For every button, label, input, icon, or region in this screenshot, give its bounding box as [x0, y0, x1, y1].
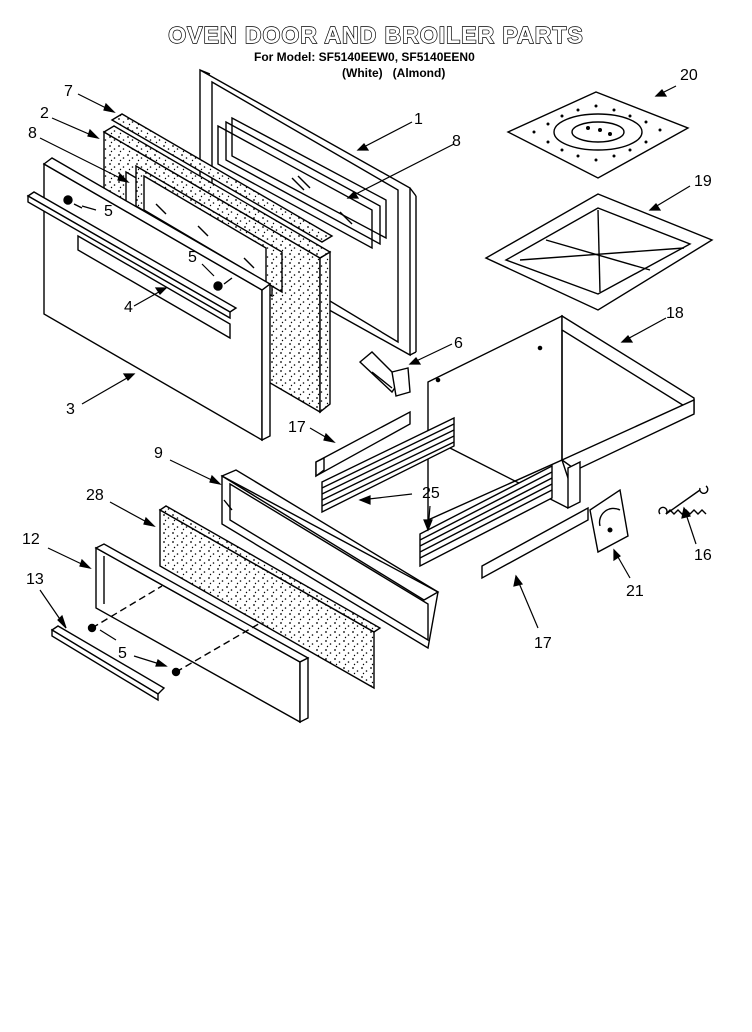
- callout-25: 25: [422, 485, 440, 502]
- color-white: (White): [342, 66, 383, 80]
- color-almond: (Almond): [392, 66, 446, 80]
- part-8-window-glass-rear: [217, 116, 387, 250]
- color-variants: (White) (Almond): [342, 66, 445, 80]
- callout-5-drawer: 5: [118, 645, 127, 662]
- callout-13: 13: [26, 571, 44, 588]
- callout-17-upper: 17: [288, 419, 306, 436]
- callout-9: 9: [154, 445, 163, 462]
- part-6-door-hinge: [358, 351, 411, 397]
- callout-28: 28: [86, 487, 104, 504]
- part-13-drawer-handle: [50, 625, 166, 702]
- part-18-broiler-drawer: [427, 314, 695, 522]
- model-numbers: For Model: SF5140EEW0, SF5140EEN0: [254, 50, 475, 64]
- callout-8-front: 8: [28, 125, 37, 142]
- part-7-insulation-strip: [110, 113, 334, 243]
- callout-leaders: [39, 85, 697, 667]
- callout-2: 2: [40, 105, 49, 122]
- part-5-screws-drawer: [87, 585, 263, 677]
- part-9-drawer-front-gasket: [220, 469, 440, 650]
- part-21-drawer-bracket: [589, 488, 629, 554]
- callout-16: 16: [694, 547, 712, 564]
- callout-6: 6: [454, 335, 463, 352]
- callout-5-door-left: 5: [104, 203, 113, 220]
- callout-5-door-right: 5: [188, 249, 197, 266]
- part-20-broiler-pan-grid: [506, 91, 690, 179]
- callout-8-rear: 8: [452, 133, 461, 150]
- part-12-drawer-front-panel: [94, 543, 310, 724]
- part-17-drawer-rail-upper: [315, 410, 411, 478]
- callout-18: 18: [666, 305, 684, 322]
- diagram-title: OVEN DOOR AND BROILER PARTS: [168, 21, 584, 48]
- part-25-drawer-slide-lower: [419, 464, 553, 568]
- part-17-drawer-rail-lower: [481, 506, 589, 580]
- part-5-screws-door: [63, 195, 233, 291]
- part-19-broiler-pan: [484, 193, 714, 311]
- callout-3: 3: [66, 401, 75, 418]
- part-25-drawer-slide-upper: [321, 416, 455, 514]
- callout-4: 4: [124, 299, 133, 316]
- callout-19: 19: [694, 173, 712, 190]
- callout-labels: 7 2 8 5 5 4 3 1 8 6 20 19 18 17 9 25 28 …: [22, 67, 712, 662]
- callout-7: 7: [64, 83, 73, 100]
- callout-21: 21: [626, 583, 644, 600]
- callout-20: 20: [680, 67, 698, 84]
- callout-17-lower: 17: [534, 635, 552, 652]
- part-28-drawer-insulation: [158, 505, 382, 690]
- callout-12: 12: [22, 531, 40, 548]
- callout-1: 1: [414, 111, 423, 128]
- part-4-door-handle: [26, 191, 238, 320]
